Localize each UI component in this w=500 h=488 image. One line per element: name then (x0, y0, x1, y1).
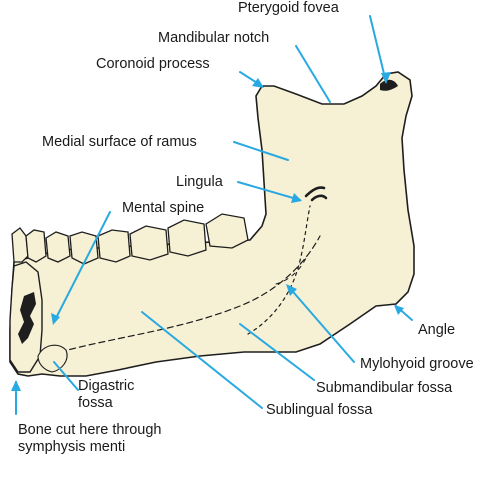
arrowhead-angle (394, 305, 404, 315)
label-symphysis-menti: Bone cut here through symphysis menti (18, 422, 162, 456)
leader-submandibular-fossa (239, 323, 315, 381)
label-symphysis-line2: symphysis menti (18, 439, 126, 455)
leader-mental-spine (53, 211, 111, 323)
leader-medial-surface (233, 141, 289, 161)
label-coronoid-process: Coronoid process (96, 56, 210, 72)
arrow-heads (11, 72, 404, 391)
leader-pterygoid-fovea (369, 15, 387, 83)
arrowhead-coronoid-process (252, 78, 264, 88)
arrowhead-symphysis (11, 380, 21, 391)
label-sublingual-fossa: Sublingual fossa (266, 402, 373, 418)
leader-mandibular-notch (295, 45, 331, 103)
pterygoid-fovea-marking (380, 79, 398, 91)
mylohyoid-line (59, 235, 321, 353)
tooth (25, 229, 47, 263)
canal-foramen (304, 186, 328, 202)
arrowhead-mental-spine (51, 313, 60, 325)
leader-lines (15, 15, 413, 415)
label-digastric-fossa-line2: fossa (78, 395, 113, 411)
label-pterygoid-fovea: Pterygoid fovea (238, 0, 339, 16)
mental-spine-marking (18, 292, 36, 344)
label-digastric-fossa-line1: Digastric (78, 378, 135, 394)
label-mandibular-notch: Mandibular notch (158, 30, 270, 46)
tooth (205, 213, 249, 249)
arrowhead-mylohyoid-groove (286, 284, 297, 296)
tooth (69, 231, 99, 265)
label-digastric-fossa: Digastric fossa (78, 378, 134, 412)
leader-sublingual-fossa (141, 311, 263, 409)
surface-markings (59, 186, 328, 353)
leader-mylohyoid-groove (287, 285, 355, 363)
label-mental-spine: Mental spine (122, 200, 205, 216)
digastric-fossa-marking (37, 344, 68, 373)
teeth-row (11, 213, 249, 265)
tooth (97, 229, 131, 263)
arrowhead-pterygoid-fovea (381, 72, 391, 84)
label-medial-surface-of-ramus: Medial surface of ramus (42, 134, 197, 150)
tooth (45, 231, 71, 263)
tooth (11, 227, 29, 263)
label-mylohyoid-groove: Mylohyoid groove (360, 356, 474, 372)
mandible-body (9, 71, 415, 377)
label-symphysis-line1: Bone cut here through (18, 422, 162, 438)
arrowhead-lingula (291, 193, 302, 203)
label-submandibular-fossa: Submandibular fossa (316, 380, 453, 396)
label-lingula: Lingula (176, 174, 223, 190)
label-angle: Angle (418, 322, 456, 338)
ramus-ridge (275, 257, 307, 285)
tooth (167, 219, 207, 257)
leader-digastric-fossa (53, 361, 79, 391)
leader-lingula (237, 181, 301, 201)
tooth (129, 225, 169, 261)
mylohyoid-groove-marking (247, 205, 311, 335)
